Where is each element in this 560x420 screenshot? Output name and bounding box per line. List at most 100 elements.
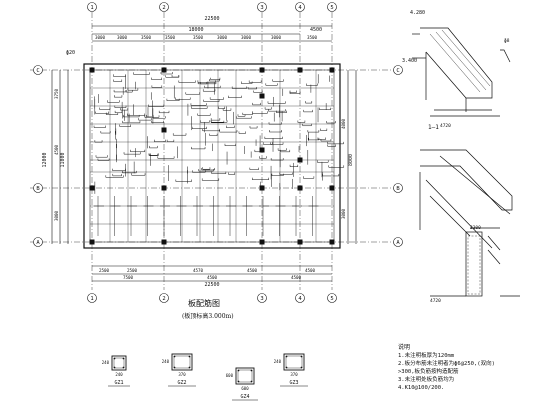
- column-name: GZ1: [114, 380, 123, 386]
- bottom-total-dim: 22500: [204, 282, 219, 288]
- top-span-dim: 3000: [217, 35, 228, 40]
- note-line-5: 4.K10@100/200.: [398, 385, 445, 391]
- section-detail-bottom: [419, 149, 520, 297]
- plan-title: 板配筋图: [188, 299, 220, 308]
- left-span-dim: 3000: [54, 210, 59, 221]
- rebar-dot: [113, 357, 116, 360]
- section-dim-b: 3300: [470, 225, 481, 231]
- plan-subtitle: (板顶标高3.000m): [182, 313, 234, 320]
- rebar-dot: [285, 355, 288, 358]
- note-line-1: 1.未注明板厚为120mm: [398, 353, 455, 359]
- bottom-span-dim: 2500: [127, 268, 138, 273]
- axis-bubble-left: [33, 65, 43, 75]
- left-total-dim: 11000: [60, 152, 66, 167]
- axis-label-right: B: [396, 186, 400, 192]
- column-mark: [297, 157, 303, 163]
- column-section: [283, 353, 305, 371]
- column-mark: [259, 147, 265, 153]
- top-span-dim: 3500: [141, 35, 152, 40]
- column-name: GZ3: [289, 380, 298, 386]
- axis-bubble-bottom: [257, 293, 267, 303]
- left-outer-dim: 12000: [42, 152, 48, 167]
- axis-label-right: A: [396, 240, 400, 246]
- rebar-marks: [89, 67, 345, 245]
- top-span-dim: 3500: [307, 35, 318, 40]
- column-mark: [329, 185, 335, 191]
- axis-bubble-top: [257, 2, 267, 12]
- rebar-dot: [188, 366, 191, 369]
- bottom-span-dim: 4500: [247, 268, 258, 273]
- column-mark: [89, 67, 95, 73]
- axis-label-bottom: 1: [90, 296, 93, 302]
- right-span-dim: 4000: [341, 118, 346, 129]
- rebar-dot: [300, 355, 303, 358]
- top-span-dim: 3000: [241, 35, 252, 40]
- column-mark: [89, 185, 95, 191]
- axis-label-bottom: 4: [298, 296, 302, 302]
- bottom-span-dim: 4500: [305, 268, 316, 273]
- rebar-dot: [173, 355, 176, 358]
- rebar-dot: [122, 357, 125, 360]
- column-stirrup: [237, 369, 253, 383]
- bottom-span-dim: 4570: [193, 268, 204, 273]
- column-width: 600: [241, 386, 249, 391]
- axis-bubble-right: [393, 183, 403, 193]
- bottom-pair-dim: 7500: [123, 275, 134, 280]
- axis-label-top: 1: [90, 5, 93, 11]
- top-span-dim: 3000: [95, 35, 106, 40]
- axis-label-top: 2: [162, 5, 165, 11]
- top-span-dim: 3000: [271, 35, 282, 40]
- section-detail-top: [412, 27, 511, 117]
- column-size: 240: [162, 359, 170, 364]
- column-mark: [161, 67, 167, 73]
- axis-bubble-top: [159, 2, 169, 12]
- left-span-dim: 3750: [54, 88, 59, 99]
- axis-label-left: C: [36, 68, 39, 74]
- axis-bubble-top: [327, 2, 337, 12]
- rebar-dot: [285, 366, 288, 369]
- axis-label-left: A: [36, 240, 40, 246]
- axis-bubble-right: [393, 65, 403, 75]
- axis-label-top: 3: [260, 5, 263, 11]
- column-section: [111, 355, 127, 371]
- plan-tag: ɸ20: [66, 50, 75, 56]
- top-span-dim: 3000: [117, 35, 128, 40]
- axis-bubble-bottom: [295, 293, 305, 303]
- column-name: GZ2: [177, 380, 186, 386]
- axis-label-right: C: [396, 68, 399, 74]
- top-right-dim: 4500: [310, 27, 322, 33]
- column-width: 240: [115, 372, 123, 377]
- axis-label-bottom: 2: [162, 296, 165, 302]
- bottom-pair-dim: 4500: [291, 275, 302, 280]
- note-line-3: >300,板负筋按构造配筋: [398, 369, 459, 375]
- axis-bubble-bottom: [327, 293, 337, 303]
- column-name: GZ4: [240, 394, 249, 400]
- column-mark: [161, 239, 167, 245]
- section-top-elev: 4.280: [410, 10, 425, 16]
- column-mark: [259, 185, 265, 191]
- column-section: [171, 353, 193, 371]
- column-mark: [161, 185, 167, 191]
- notes-heading: 说明: [398, 344, 411, 351]
- rebar-dot: [300, 366, 303, 369]
- column-mark: [297, 239, 303, 245]
- axis-label-top: 4: [298, 5, 302, 11]
- bottom-span-dim: 2500: [99, 268, 110, 273]
- top-total-dim: 22500: [204, 16, 219, 22]
- rebar-dot: [250, 369, 253, 372]
- top-span-dim: 3500: [165, 35, 176, 40]
- right-span-dim: 3000: [341, 208, 346, 219]
- column-mark: [259, 93, 265, 99]
- section-mid-elev: 3.400: [402, 58, 417, 64]
- section-footing: [467, 235, 481, 295]
- bottom-pair-dim: 4500: [207, 275, 218, 280]
- axis-bubble-bottom: [159, 293, 169, 303]
- right-total-dim: 8000: [348, 154, 354, 166]
- axis-bubble-left: [33, 183, 43, 193]
- axis-label-left: B: [36, 186, 40, 192]
- axis-bubble-bottom: [87, 293, 97, 303]
- column-width: 370: [290, 372, 298, 377]
- column-width: 370: [178, 372, 186, 377]
